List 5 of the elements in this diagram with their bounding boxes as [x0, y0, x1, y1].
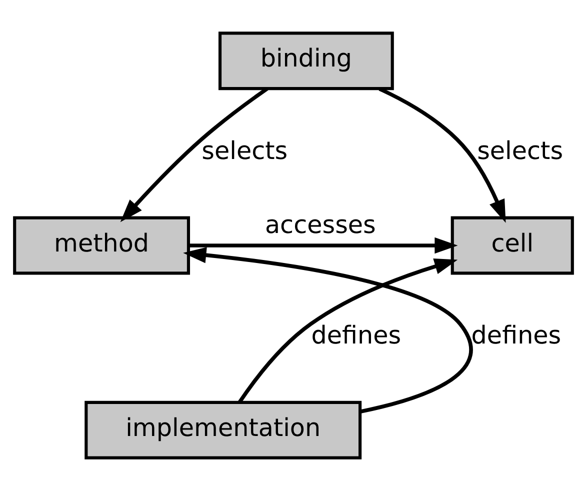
edge-label: selects [202, 136, 288, 166]
edge-label: defines [311, 320, 402, 350]
edge-label: selects [477, 136, 564, 166]
edge-label: defines [471, 320, 562, 350]
edge-label: accesses [264, 210, 376, 239]
